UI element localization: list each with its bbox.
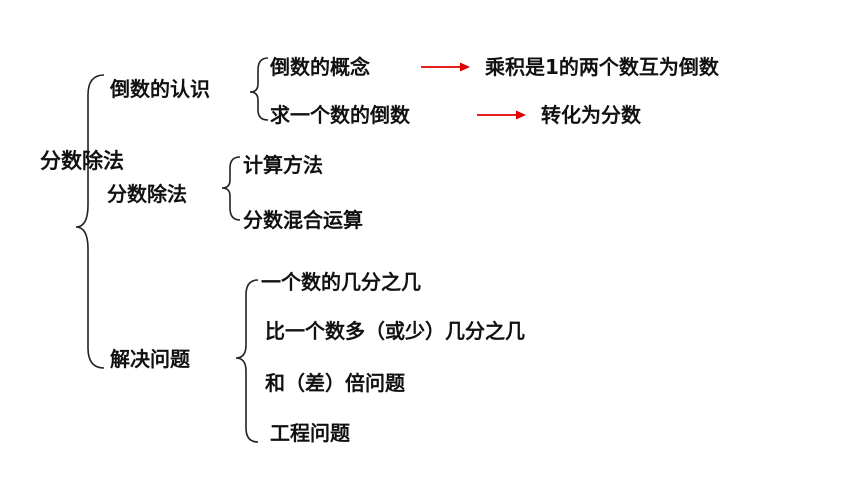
result-find-reciprocal: 转化为分数 xyxy=(541,103,641,127)
root-brace xyxy=(75,74,105,369)
arrow-find xyxy=(477,110,526,120)
branch-brace-reciprocal xyxy=(249,57,269,121)
item-fraction-of-number: 一个数的几分之几 xyxy=(261,270,421,294)
arrow-concept xyxy=(421,62,470,72)
item-find-reciprocal: 求一个数的倒数 xyxy=(270,103,410,127)
item-mixed-operations: 分数混合运算 xyxy=(243,208,363,232)
branch-label-problems: 解决问题 xyxy=(110,347,190,371)
result-reciprocal-concept: 乘积是1的两个数互为倒数 xyxy=(485,55,719,79)
branch-brace-division xyxy=(221,156,241,221)
branch-label-reciprocal: 倒数的认识 xyxy=(110,77,210,101)
item-more-or-less: 比一个数多（或少）几分之几 xyxy=(265,319,525,343)
item-reciprocal-concept: 倒数的概念 xyxy=(270,55,370,79)
root-label: 分数除法 xyxy=(40,149,124,173)
branch-label-division: 分数除法 xyxy=(107,182,187,206)
item-calc-method: 计算方法 xyxy=(243,153,323,177)
item-sum-diff-multiple: 和（差）倍问题 xyxy=(265,371,405,395)
branch-brace-problems xyxy=(235,279,259,443)
item-work-problem: 工程问题 xyxy=(270,421,350,445)
